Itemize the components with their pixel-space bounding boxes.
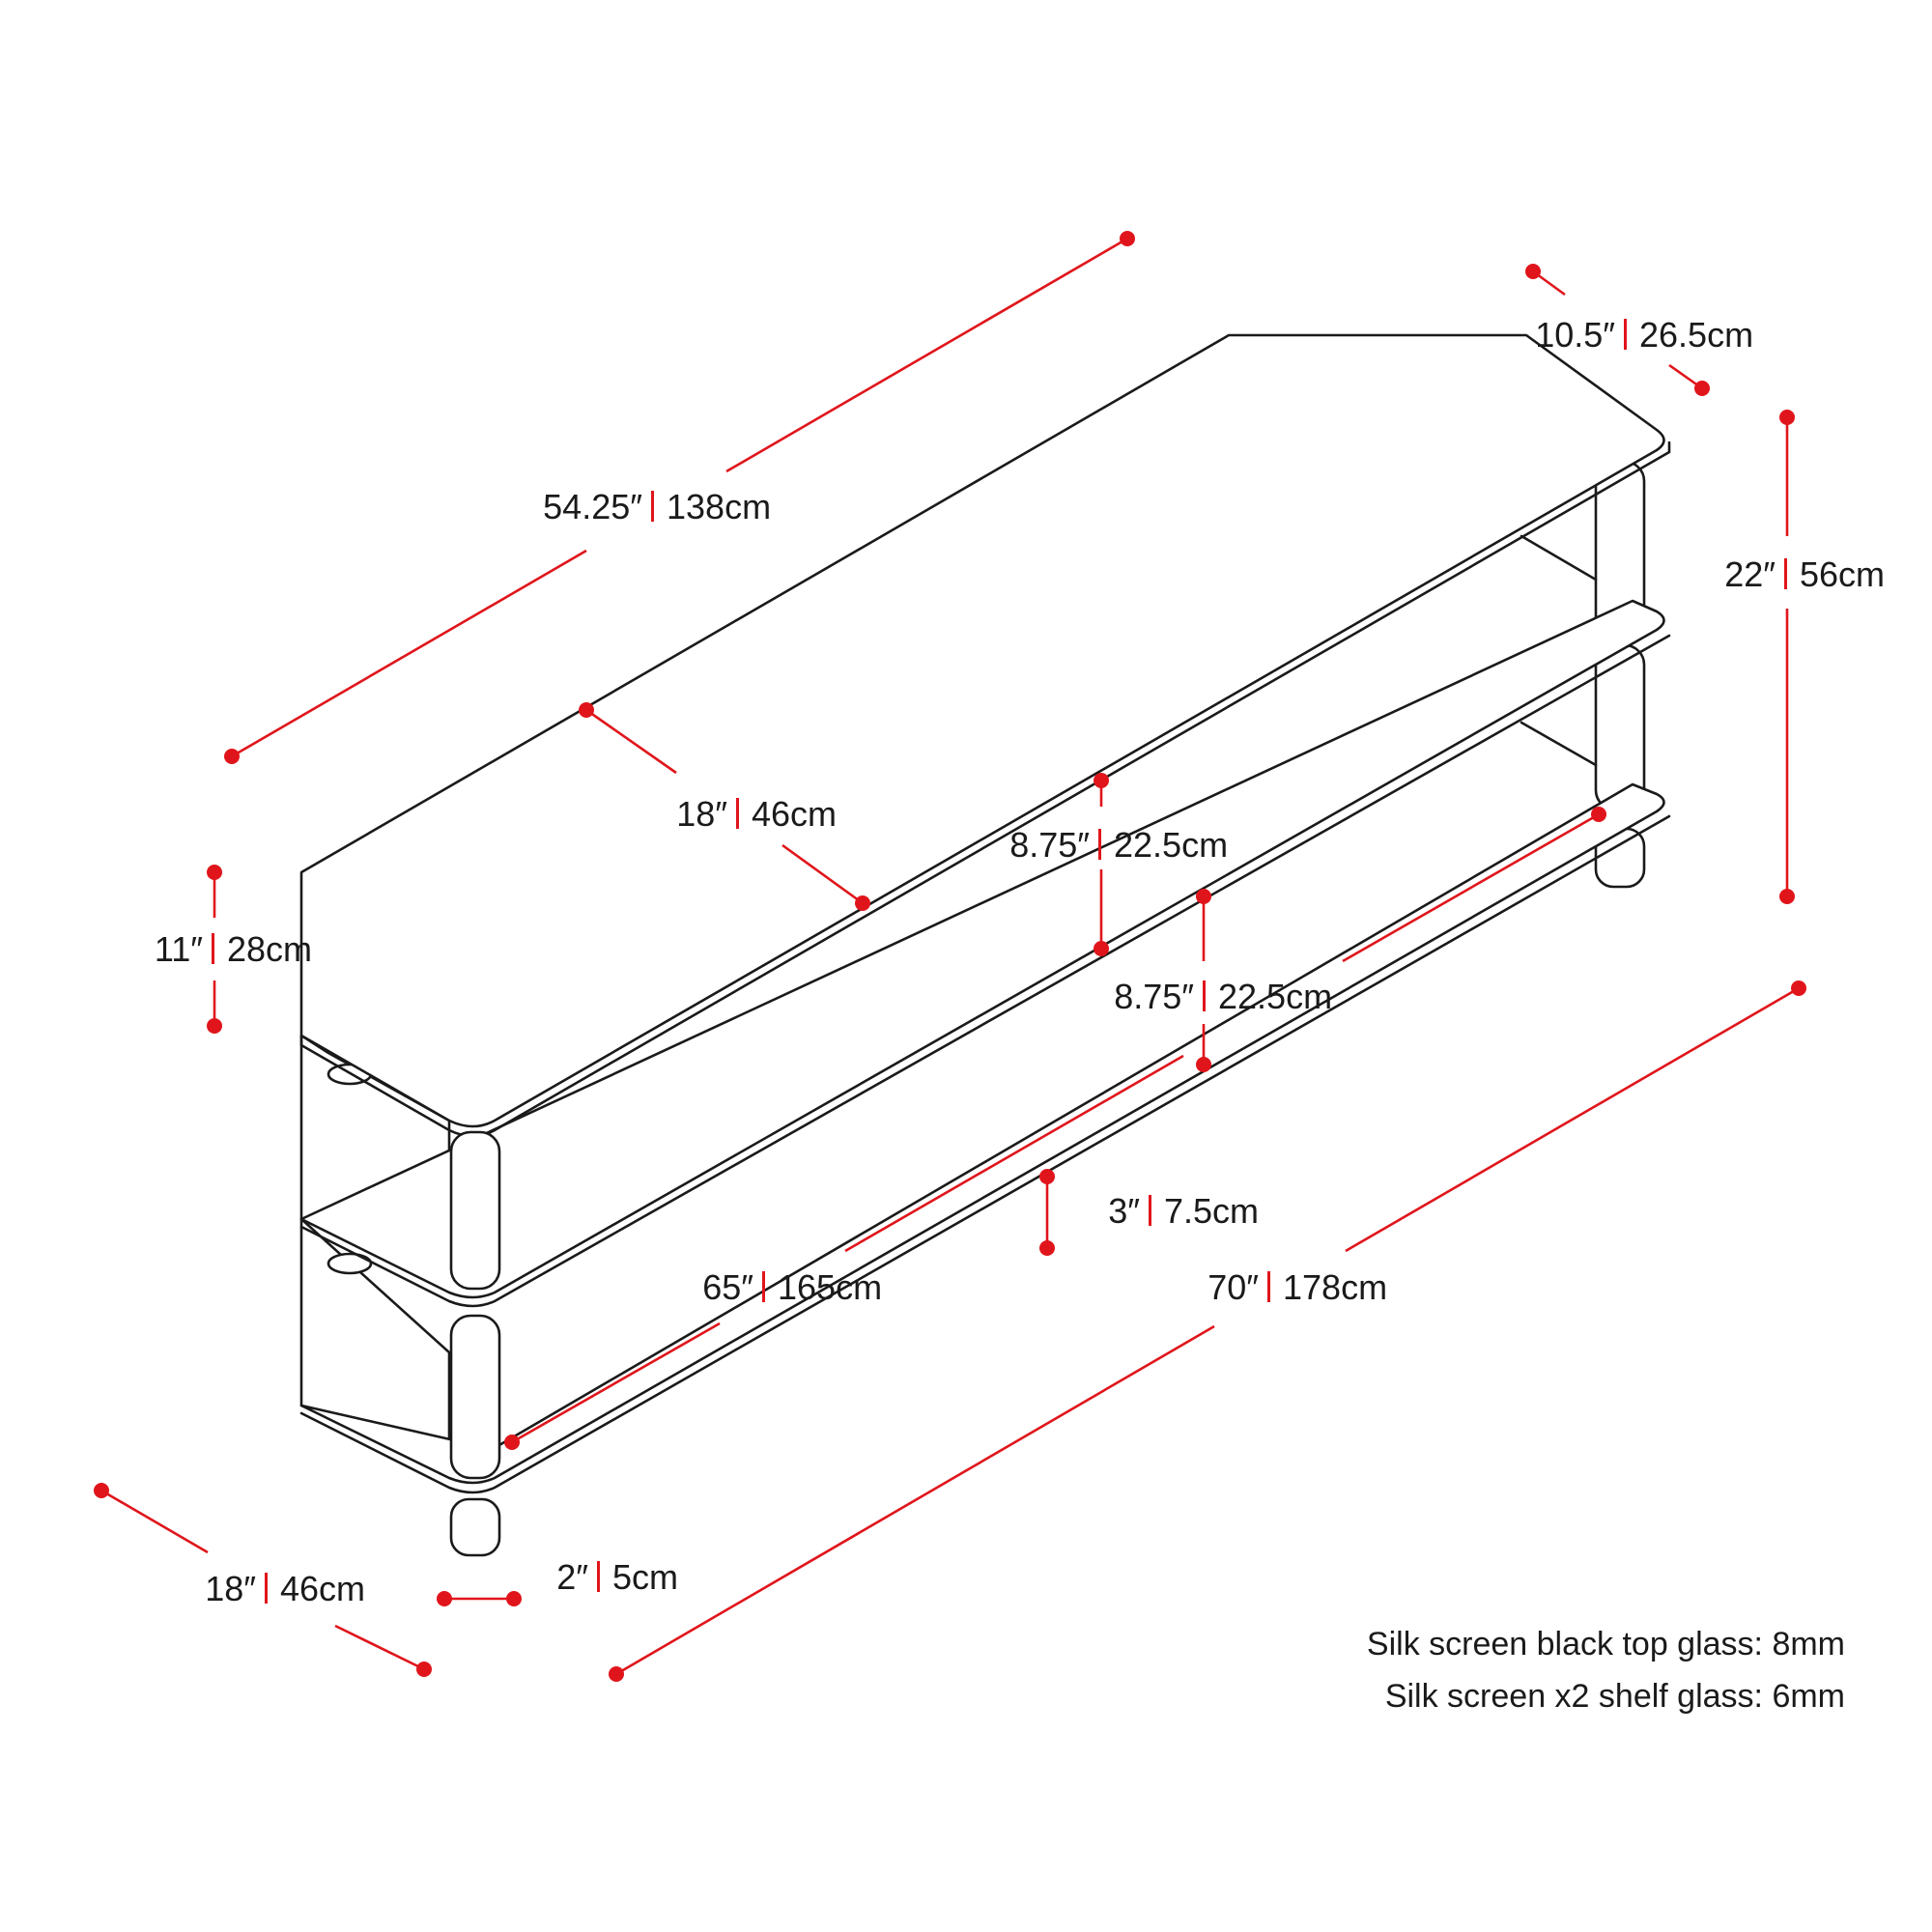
label-top-depth-back: 10.5″ 26.5cm [1535, 315, 1753, 355]
dim-top-depth [579, 702, 870, 911]
note-shelf-glass: Silk screen x2 shelf glass: 6mm [1385, 1678, 1845, 1715]
label-side-height: 11″ 28cm [155, 929, 312, 969]
label-top-depth: 18″ 46cm [676, 794, 837, 834]
label-top-depth-back-metric: 26.5cm [1639, 315, 1753, 355]
dimension-lines [94, 231, 1806, 1682]
front-leg-foot [449, 1497, 501, 1557]
label-lower-shelf-gap-imperial: 8.75″ [1114, 977, 1194, 1016]
label-side-height-metric: 28cm [227, 929, 312, 969]
middle-shelf-edge [299, 634, 1671, 1308]
label-shelf-length-imperial: 65″ [702, 1267, 753, 1307]
label-overall-depth-imperial: 18″ [205, 1569, 256, 1608]
dimension-labels: 54.25″ 138cm 10.5″ 26.5cm 22″ 56cm 18″ 4… [155, 315, 1885, 1608]
label-top-depth-metric: 46cm [752, 794, 837, 834]
label-leg-diameter-imperial: 2″ [556, 1557, 588, 1597]
label-shelf-length: 65″ 165cm [702, 1267, 882, 1307]
label-leg-diameter: 2″ 5cm [556, 1557, 678, 1597]
note-top-glass: Silk screen black top glass: 8mm [1367, 1626, 1845, 1662]
dim-overall-height [1779, 410, 1795, 904]
hidden-leg-cap-lower [327, 1252, 373, 1275]
dim-leg-height [1039, 1169, 1055, 1256]
dim-overall-depth [94, 1483, 432, 1677]
label-top-length: 54.25″ 138cm [543, 487, 771, 526]
dim-lower-shelf-gap [1196, 889, 1211, 1072]
dim-upper-shelf-gap [1094, 773, 1109, 956]
label-leg-height: 3″ 7.5cm [1108, 1191, 1259, 1231]
label-overall-height-metric: 56cm [1800, 554, 1885, 594]
label-upper-shelf-gap-metric: 22.5cm [1114, 825, 1228, 865]
label-overall-height: 22″ 56cm [1724, 554, 1885, 594]
label-leg-height-imperial: 3″ [1108, 1191, 1140, 1231]
dim-leg-diameter [437, 1591, 522, 1606]
dim-overall-width [609, 980, 1806, 1682]
bottom-shelf-back-line [1520, 721, 1598, 767]
label-overall-height-imperial: 22″ [1724, 554, 1776, 594]
label-top-depth-back-imperial: 10.5″ [1535, 315, 1615, 355]
glass-notes: Silk screen black top glass: 8mm Silk sc… [1367, 1626, 1845, 1715]
label-upper-shelf-gap-imperial: 8.75″ [1009, 825, 1090, 865]
middle-shelf-back-line [1520, 534, 1598, 582]
dim-top-length [224, 231, 1135, 764]
front-leg-upper [449, 1130, 501, 1291]
label-lower-shelf-gap: 8.75″ 22.5cm [1114, 977, 1332, 1016]
dim-shelf-length [504, 807, 1606, 1450]
label-overall-width: 70″ 178cm [1208, 1267, 1387, 1307]
label-overall-depth-metric: 46cm [280, 1569, 365, 1608]
bottom-shelf-edge [299, 814, 1671, 1494]
label-leg-diameter-metric: 5cm [612, 1557, 678, 1597]
label-overall-width-imperial: 70″ [1208, 1267, 1259, 1307]
label-top-depth-imperial: 18″ [676, 794, 727, 834]
label-lower-shelf-gap-metric: 22.5cm [1218, 977, 1332, 1016]
label-shelf-length-metric: 165cm [778, 1267, 882, 1307]
top-shelf-glass [299, 333, 1665, 1128]
label-upper-shelf-gap: 8.75″ 22.5cm [1009, 825, 1228, 865]
dim-top-depth-back [1525, 264, 1710, 396]
label-side-height-imperial: 11″ [155, 929, 203, 969]
tv-stand-drawing [299, 333, 1671, 1557]
dim-side-height [207, 865, 222, 1034]
label-leg-height-metric: 7.5cm [1164, 1191, 1259, 1231]
front-leg-lower [449, 1314, 501, 1480]
label-overall-width-metric: 178cm [1283, 1267, 1387, 1307]
middle-shelf-glass [299, 599, 1665, 1299]
label-top-length-imperial: 54.25″ [543, 487, 642, 526]
label-overall-depth: 18″ 46cm [205, 1569, 365, 1608]
label-top-length-metric: 138cm [667, 487, 771, 526]
